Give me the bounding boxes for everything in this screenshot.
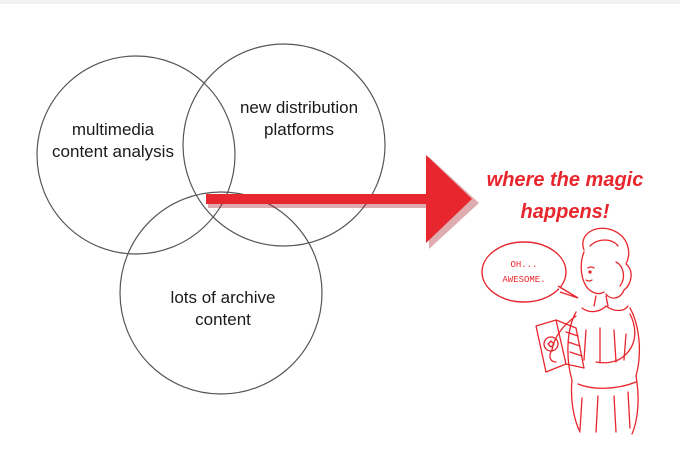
bubble-line-1: OH... <box>510 260 537 270</box>
label-multimedia: multimedia content analysis <box>52 120 174 161</box>
circle-distribution <box>182 43 386 247</box>
circle-multimedia <box>36 55 236 255</box>
circle-archive <box>119 191 323 395</box>
bubble-line-2: AWESOME. <box>502 275 545 285</box>
top-edge <box>0 0 680 4</box>
label-archive: lots of archive content <box>170 288 276 329</box>
magic-caption-line-2: happens! <box>520 201 610 223</box>
label-distribution: new distribution platforms <box>239 98 359 139</box>
magic-caption-line-1: where the magic <box>486 169 644 191</box>
girl-illustration <box>535 227 640 435</box>
speech-bubble: OH... AWESOME. <box>481 241 579 303</box>
magic-caption: where the magic happens! <box>455 164 675 228</box>
arrow <box>206 155 479 249</box>
